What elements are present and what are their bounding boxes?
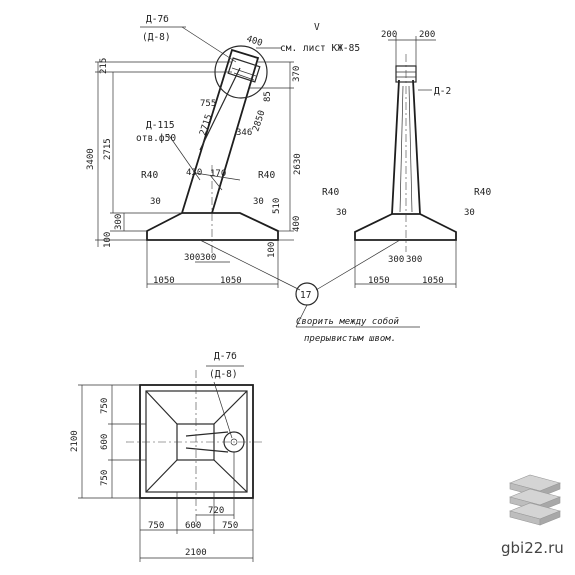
front-r40-right: R40: [258, 170, 275, 181]
plan-dim-2100-v: 2100: [70, 430, 80, 452]
front-dim-85: 85: [263, 91, 273, 102]
plan-ref-top-label: Д-7б: [214, 351, 237, 362]
front-dim-400-right: 400: [292, 216, 302, 232]
front-dim-3400: 3400: [86, 148, 96, 170]
callout-note-line1: Сворить между собой: [296, 316, 400, 327]
front-ref-leader: [181, 26, 237, 63]
side-callout-leader: [315, 239, 401, 291]
side-view: 200 200 Д-2 R40 R40 30 30 300 300 1050 1…: [315, 30, 491, 291]
plan-dim-2100-h: 2100: [185, 548, 207, 558]
plan-dim-750-bot: 750: [100, 470, 110, 486]
plan-dim-720: 720: [208, 506, 224, 516]
side-dim-1050-right: 1050: [422, 276, 444, 286]
plan-dim-600-b: 600: [185, 521, 201, 531]
front-dim-300-left: 300: [114, 214, 124, 230]
front-dim-100-left: 100: [103, 232, 113, 248]
front-dim-30-left: 30: [150, 197, 161, 207]
side-footing-outline: [354, 213, 457, 241]
side-r40-right: R40: [474, 187, 491, 198]
front-dim-1050-left: 1050: [153, 276, 175, 286]
front-dim-170: 170: [210, 169, 226, 179]
front-ref-top-label: Д-7б: [146, 14, 169, 25]
front-dim-2630: 2630: [293, 153, 303, 175]
plan-ref-leader: [213, 381, 233, 439]
watermark-text: gbi22.ru: [501, 539, 564, 557]
plan-slope-bl: [145, 459, 178, 493]
front-r40-left: R40: [141, 170, 158, 181]
front-cap-line: [231, 67, 257, 77]
plan-slope-tl: [145, 390, 178, 425]
plan-inner-square: [145, 390, 248, 493]
plan-slope-tr: [213, 390, 248, 425]
front-dim-346: 346: [236, 128, 252, 138]
front-cap-line-2: [233, 72, 255, 81]
plan-dim-750-bl: 750: [148, 521, 164, 531]
front-see-sheet-label: см. лист КЖ-85: [280, 43, 360, 54]
front-dim-300a: 300: [184, 253, 200, 263]
front-view: Д-7б (Д-8) 400 см. лист КЖ-85 V 215 3400…: [86, 14, 360, 291]
front-dim-2850: 2850: [251, 109, 267, 133]
side-r40-left: R40: [322, 187, 339, 198]
side-dim-300b: 300: [406, 255, 422, 265]
front-inclined-column: [181, 48, 260, 214]
plan-dim-750-top: 750: [100, 398, 110, 414]
front-dim-370: 370: [292, 66, 302, 82]
plan-dim-600-mid: 600: [100, 434, 110, 450]
front-dim-300b: 300: [200, 253, 216, 263]
front-d115-leader: [167, 133, 201, 181]
front-column-inner-line: [199, 67, 241, 151]
callout-note-leader: [295, 304, 308, 328]
front-hole-label: отв.ф50: [136, 133, 176, 144]
side-dim-30-right: 30: [464, 208, 475, 218]
front-ref-d115-label: Д-115: [146, 120, 175, 131]
side-dim-200b: 200: [419, 30, 435, 40]
front-dim-1050-right: 1050: [220, 276, 242, 286]
side-column-outline: [391, 79, 421, 215]
side-dim-200a: 200: [381, 30, 397, 40]
front-ref-top-alt-label: (Д-8): [142, 32, 171, 43]
callout-note-line2: прерывистым швом.: [304, 334, 396, 344]
front-dim-215: 215: [99, 58, 109, 74]
side-ref-d2-label: Д-2: [434, 86, 451, 97]
front-dim-755: 755: [200, 99, 216, 109]
plan-dim-750-br: 750: [222, 521, 238, 531]
plan-view: Д-7б (Д-8) 2100 750 600 750 720 750 600 …: [70, 351, 262, 562]
side-dim-1050-left: 1050: [368, 276, 390, 286]
plan-slope-br: [213, 459, 248, 493]
stacked-slabs-icon: [509, 474, 561, 526]
plan-outer-square: [139, 384, 254, 499]
front-dim-430: 430: [186, 168, 202, 178]
side-column-inner-left: [399, 85, 404, 213]
front-column-ridge-2: [194, 172, 241, 181]
front-dim-30-right: 30: [253, 197, 264, 207]
side-dim-30-left: 30: [336, 208, 347, 218]
front-roman-label: V: [314, 22, 320, 33]
front-footing-outline: [146, 212, 279, 241]
plan-ref-top-alt-label: (Д-8): [209, 369, 238, 380]
front-dim-510: 510: [272, 198, 282, 214]
front-dim-400-top: 400: [245, 34, 264, 49]
front-column-cap: [227, 57, 261, 83]
front-dim-2715-left: 2715: [103, 138, 113, 160]
plan-hole-circle: [230, 438, 238, 446]
side-dim-300a: 300: [388, 255, 404, 265]
callout-number: 17: [300, 290, 311, 301]
callout-17: 17 Сворить между собой прерывистым швом.: [295, 282, 420, 344]
watermark: gbi22.ru: [501, 474, 564, 557]
plan-column-projection: [185, 431, 229, 453]
front-dim-100-right: 100: [267, 242, 277, 258]
side-column-inner-right: [408, 85, 413, 213]
front-callout-leader: [199, 239, 301, 291]
